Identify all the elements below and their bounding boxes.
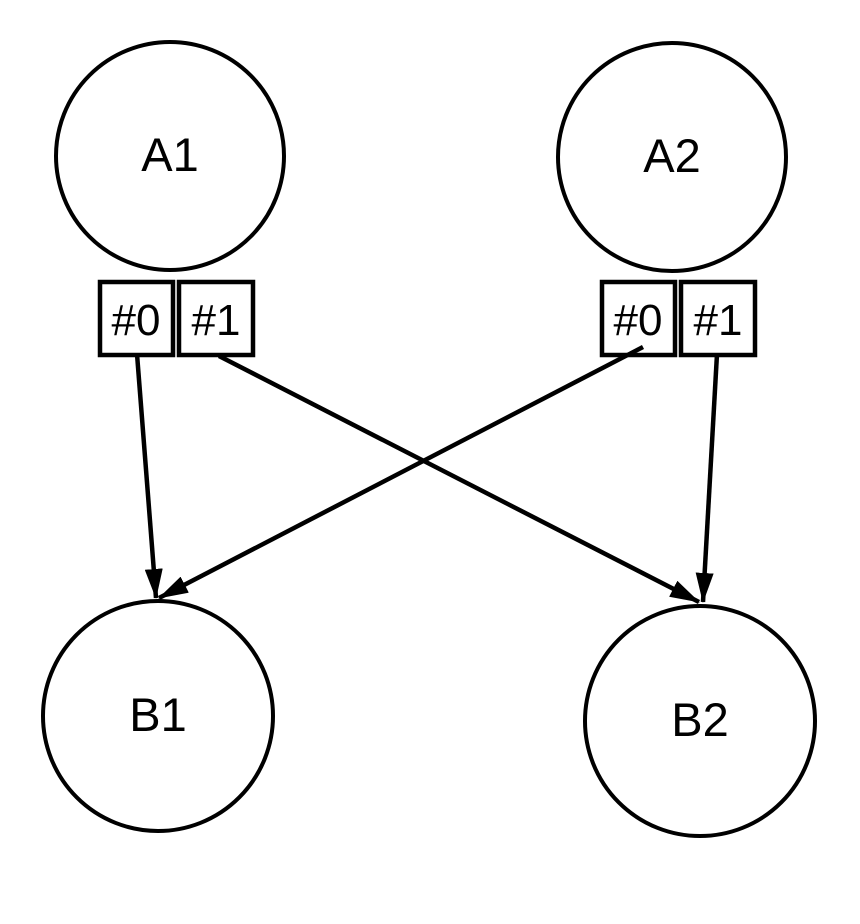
port-a1-0-label: #0 xyxy=(112,296,161,345)
port-a2-1-label: #1 xyxy=(694,296,743,345)
node-a1-label: A1 xyxy=(141,128,199,181)
node-a2: A2 xyxy=(556,41,788,273)
port-a2-0-label: #0 xyxy=(614,296,663,345)
port-a1-1-label: #1 xyxy=(192,296,241,345)
node-a1-circle xyxy=(54,40,286,272)
edge-a2p0-to-b1 xyxy=(157,345,645,600)
port-a2-0-box xyxy=(599,279,678,358)
node-b2: B2 xyxy=(583,604,817,838)
port-a1-1-box xyxy=(176,279,256,358)
node-b2-circle xyxy=(583,604,817,838)
node-a1: A1 xyxy=(54,40,286,272)
edge-a2p1-to-b2 xyxy=(695,353,720,603)
node-b1-label: B1 xyxy=(129,688,187,741)
node-b1: B1 xyxy=(41,599,275,833)
edge-a1p0-to-b1 xyxy=(134,353,163,599)
node-a2-label: A2 xyxy=(643,129,701,182)
port-a2-1-box xyxy=(678,279,758,358)
port-a2-1: #1 xyxy=(678,279,758,358)
node-b1-circle xyxy=(41,599,275,833)
port-a2-0: #0 xyxy=(599,279,678,358)
node-a2-circle xyxy=(556,41,788,273)
node-b2-label: B2 xyxy=(671,693,729,746)
port-a1-1: #1 xyxy=(176,279,256,358)
port-a1-0: #0 xyxy=(97,279,176,358)
edge-a1p1-to-b2 xyxy=(217,353,701,605)
